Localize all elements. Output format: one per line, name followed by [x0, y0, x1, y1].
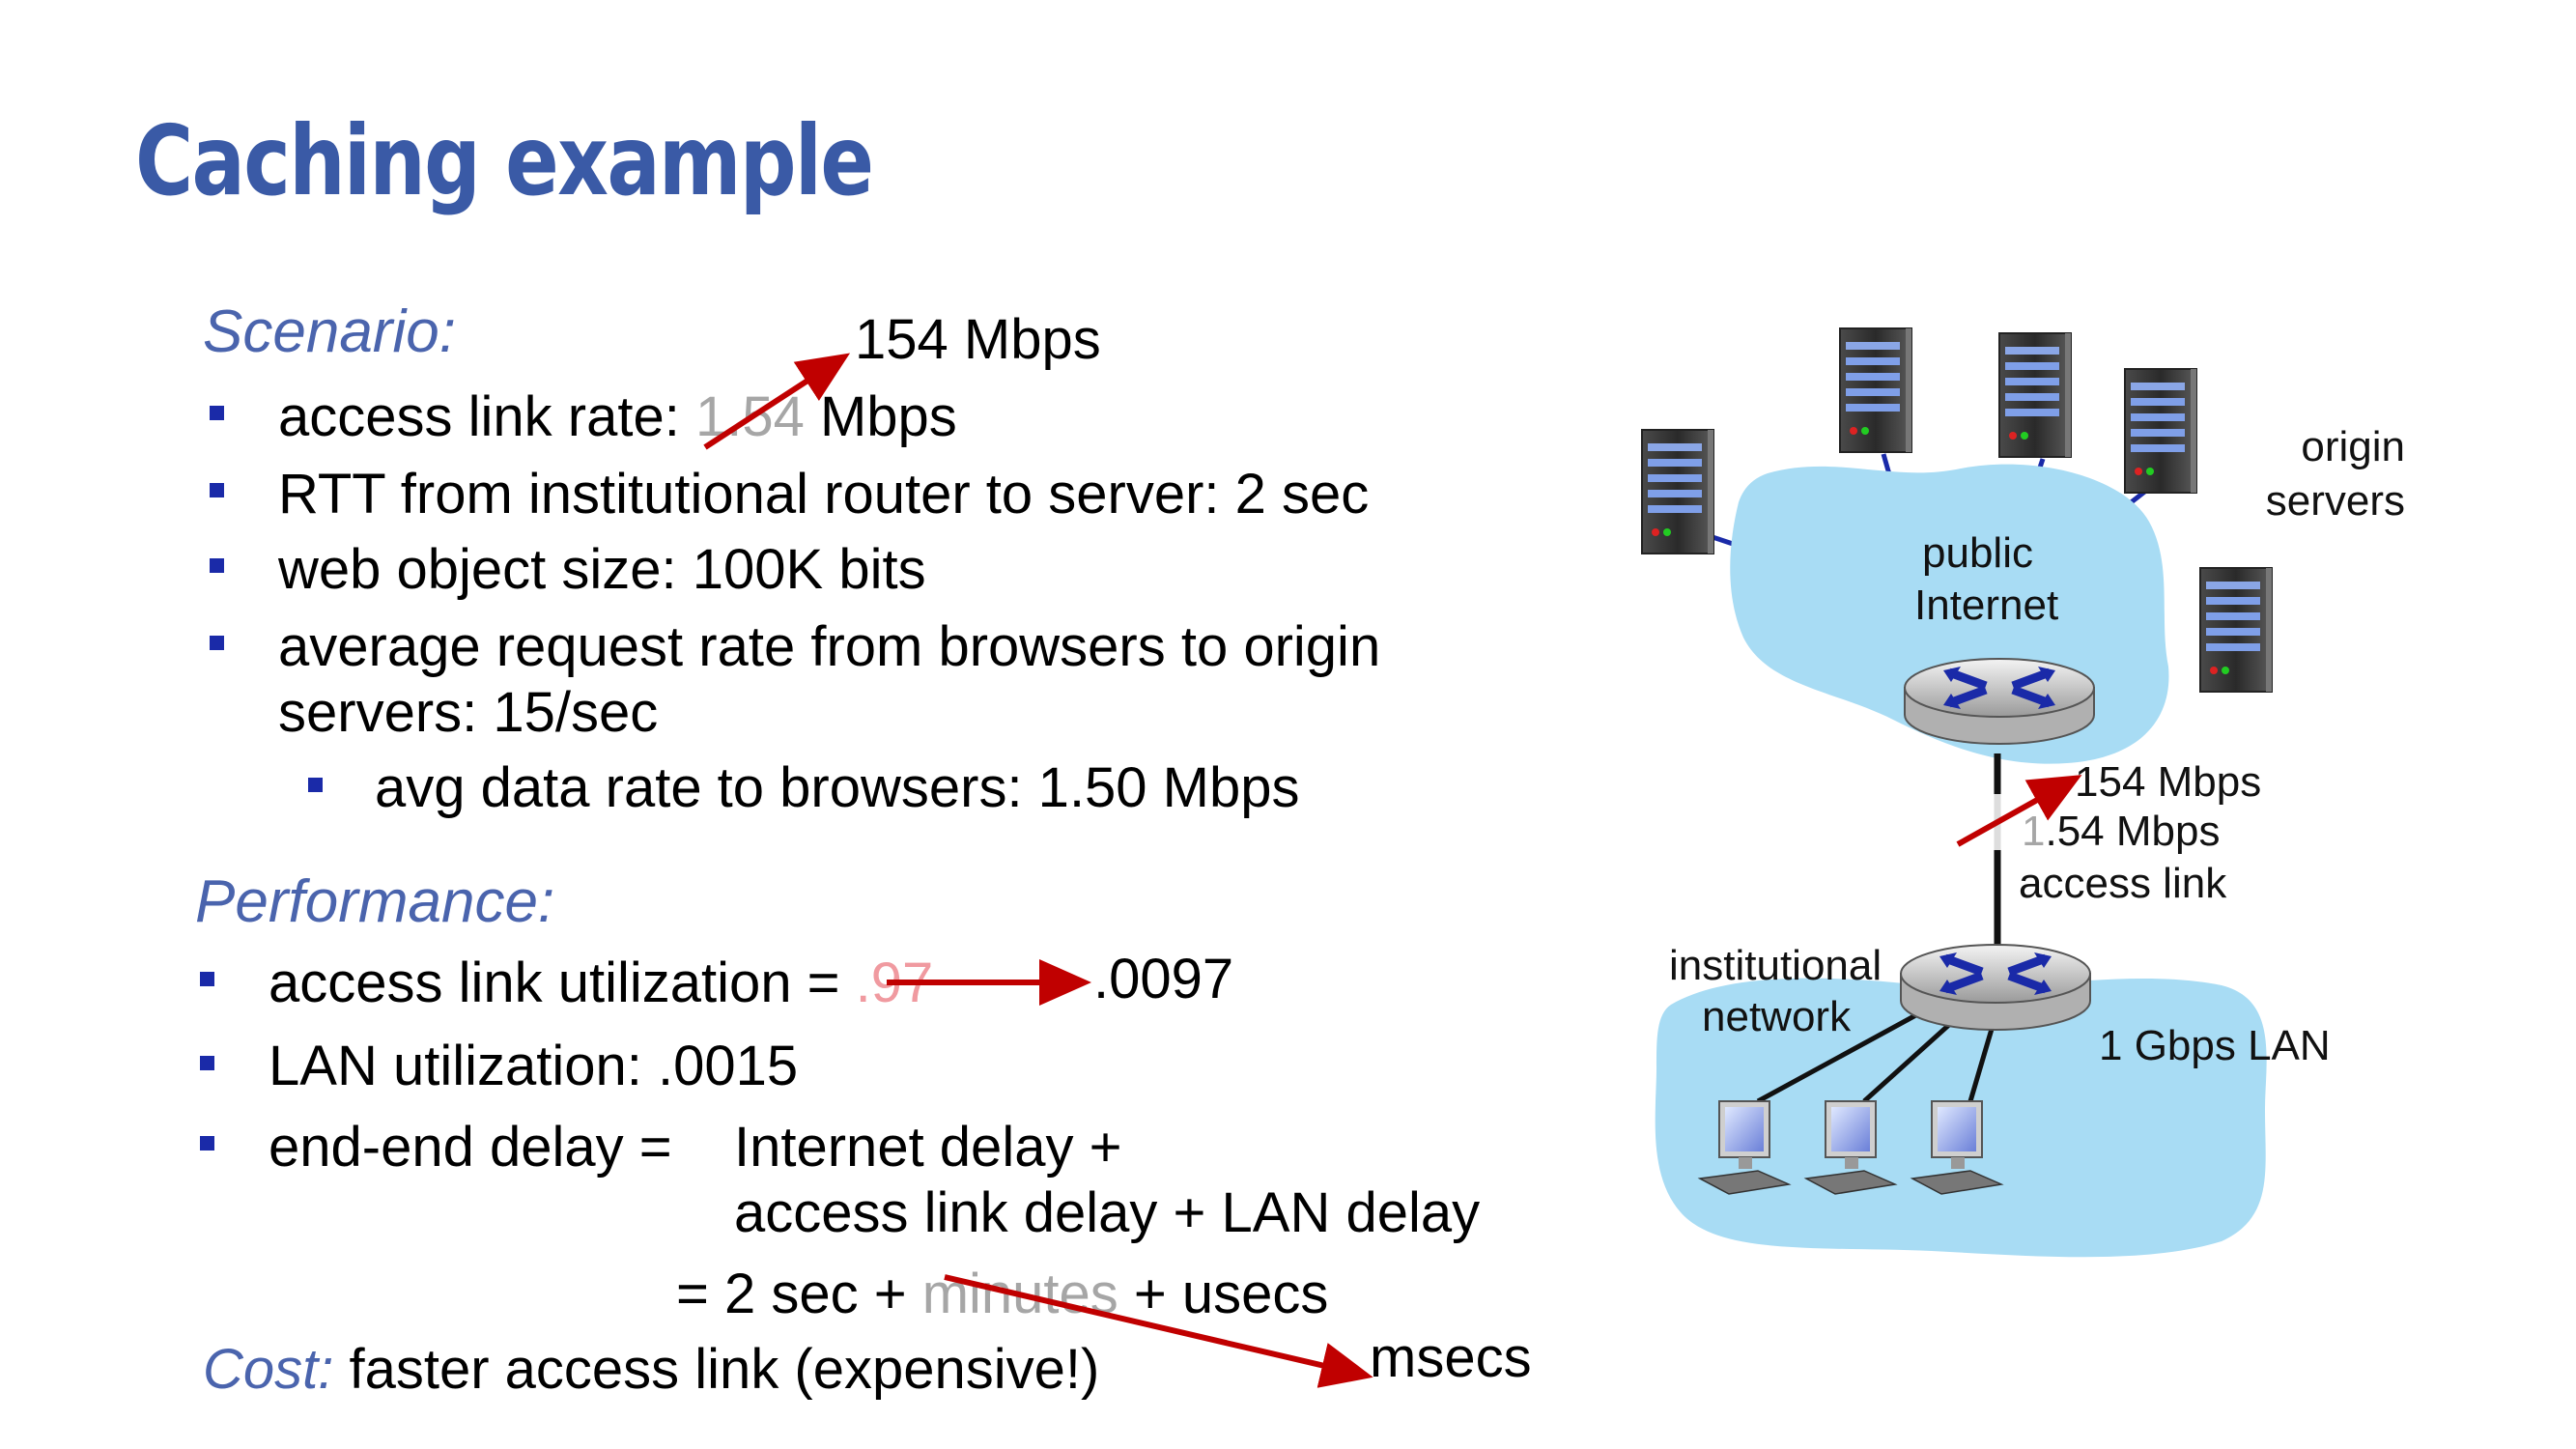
internet-router-icon: [1905, 659, 2094, 744]
cost-line: Cost: faster access link (expensive!): [203, 1337, 1099, 1402]
bullet-marker: [200, 1056, 214, 1070]
server-icon: [1839, 327, 1912, 453]
bullet-marker: [308, 778, 323, 792]
server-icon: [2199, 567, 2273, 693]
delay-arrow: [944, 1274, 1373, 1388]
server-icon: [2124, 368, 2197, 494]
institutional-router-icon: [1901, 945, 2090, 1030]
lan-label: 1 Gbps LAN: [2099, 1022, 2331, 1069]
institutional-network-label-1: institutional: [1669, 942, 1882, 989]
delay-new: msecs: [1370, 1326, 1532, 1389]
origin-servers-label-2: servers: [2265, 477, 2405, 525]
delay-rhs-line1: Internet delay +: [734, 1116, 1122, 1179]
bullet-marker: [200, 1136, 214, 1151]
access-link-label: access link: [2019, 860, 2227, 907]
slide-title: Caching example: [135, 104, 874, 217]
performance-heading: Performance:: [195, 868, 555, 935]
delay-calc-suffix: + usecs: [1118, 1263, 1329, 1325]
link-rate-old-digit: 1: [2022, 808, 2046, 855]
scenario-heading: Scenario:: [203, 298, 456, 365]
utilization-new: .0097: [1093, 948, 1234, 1010]
bullet-marker: [200, 972, 214, 986]
link-rate-new: 154 Mbps: [2075, 758, 2262, 806]
server-icon: [1998, 332, 2072, 458]
delay-calculation: = 2 sec + minutes + usecs: [676, 1262, 1328, 1326]
avg-data-rate-item: avg data rate to browsers: 1.50 Mbps: [375, 756, 1300, 819]
utilization-label: access link utilization =: [269, 952, 856, 1014]
link-rate-arrow: [1956, 775, 2082, 847]
cost-text: faster access link (expensive!): [333, 1338, 1100, 1401]
access-link-rate: access link rate: 1.54 Mbps: [278, 384, 957, 449]
bullet-marker: [210, 558, 224, 573]
server-icon: [1641, 429, 1714, 554]
lan-utilization-item: LAN utilization: .0015: [269, 1035, 799, 1097]
bullet-marker: [210, 406, 224, 420]
request-rate-line1: average request rate from browsers to or…: [278, 615, 1381, 678]
access-link-rate-label: access link rate:: [278, 385, 695, 448]
end-end-delay-label: end-end delay =: [269, 1116, 672, 1179]
delay-calc-prefix: = 2 sec +: [676, 1263, 922, 1325]
link-rate-old-rest: .54 Mbps: [2045, 808, 2221, 855]
rtt-item: RTT from institutional router to server:…: [278, 463, 1370, 526]
institutional-network-label-2: network: [1702, 993, 1852, 1040]
public-internet-label-1: public: [1922, 529, 2033, 577]
delay-rhs-line2: access link delay + LAN delay: [734, 1181, 1481, 1244]
request-rate-line2: servers: 15/sec: [278, 681, 659, 744]
public-internet-label-2: Internet: [1914, 582, 2059, 629]
object-size-item: web object size: 100K bits: [278, 538, 926, 601]
new-access-rate: 154 Mbps: [855, 308, 1101, 371]
cost-label: Cost:: [203, 1338, 334, 1401]
bullet-marker: [210, 636, 224, 650]
bullet-marker: [210, 483, 224, 497]
access-rate-arrow: [703, 353, 851, 450]
origin-servers-label-1: origin: [2301, 423, 2405, 470]
link-rate-old: 1.54 Mbps: [2022, 808, 2220, 856]
